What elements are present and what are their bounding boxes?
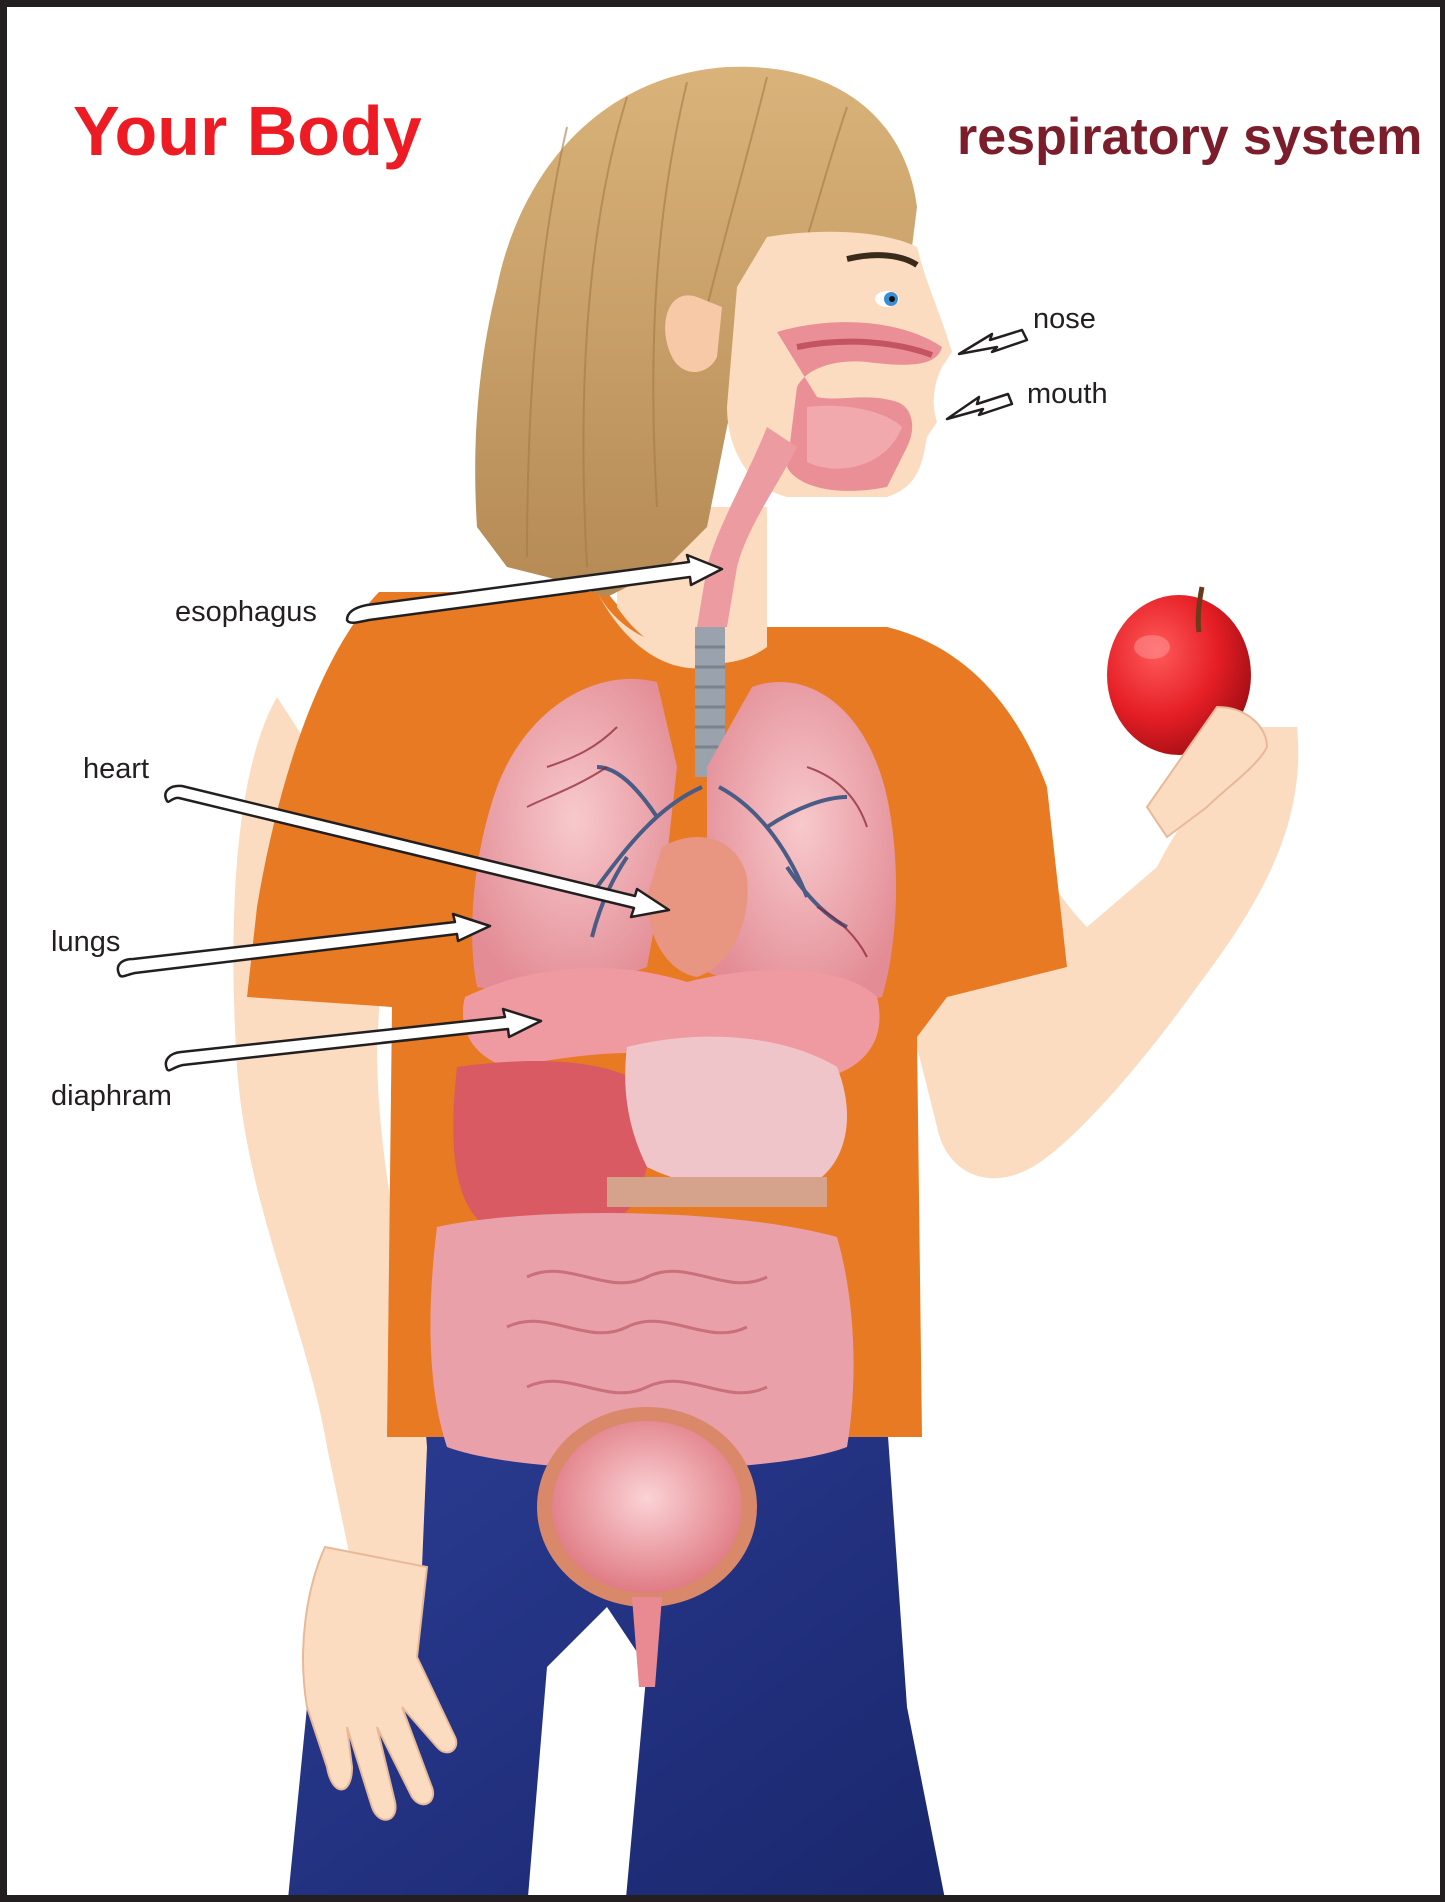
label-mouth: mouth xyxy=(1027,378,1108,411)
label-esophagus: esophagus xyxy=(175,596,317,629)
label-diaphram: diaphram xyxy=(51,1080,172,1113)
mouth-arrow xyxy=(947,394,1012,419)
body-illustration xyxy=(7,7,1445,1902)
page-subtitle: respiratory system xyxy=(957,107,1422,167)
nose-arrow xyxy=(959,330,1027,354)
label-heart: heart xyxy=(83,753,149,786)
abdominal-organs xyxy=(453,1037,847,1235)
page-title: Your Body xyxy=(73,91,422,171)
label-lungs: lungs xyxy=(51,926,120,959)
label-nose: nose xyxy=(1033,303,1096,336)
